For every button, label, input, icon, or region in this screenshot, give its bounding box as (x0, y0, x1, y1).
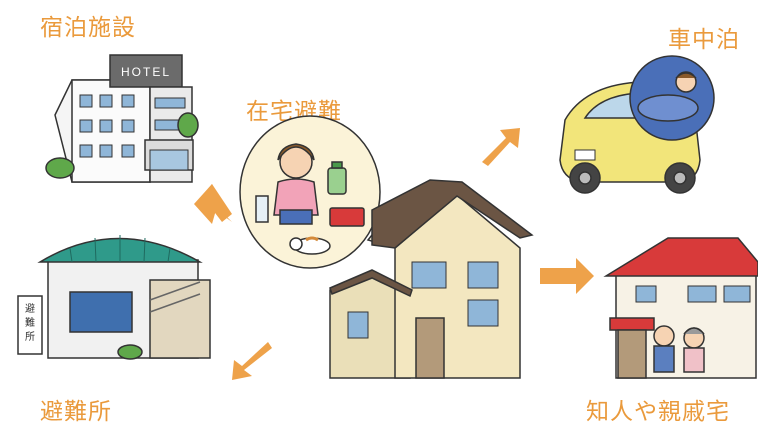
hotel-sign: HOTEL (121, 65, 171, 79)
car-illustration (559, 55, 715, 194)
relatives-house-illustration (603, 237, 758, 379)
shelter-sign-1: 避 (25, 302, 35, 315)
arrow-to-shelter (232, 342, 272, 380)
arrow-to-relatives (540, 258, 594, 294)
shelter-sign-3: 所 (25, 331, 35, 343)
center-house (329, 179, 534, 379)
label-car: 車中泊 (668, 27, 740, 53)
arrow-to-hotel (194, 184, 232, 224)
hotel-illustration: HOTEL (45, 54, 199, 183)
shelter-illustration: 避 難 所 (17, 235, 211, 360)
label-relatives: 知人や親戚宅 (586, 399, 730, 425)
shelter-sign-2: 難 (25, 316, 35, 329)
arrow-to-car (482, 128, 520, 166)
home-evacuation-bubble (239, 115, 411, 269)
label-shelter: 避難所 (40, 399, 112, 425)
label-hotel: 宿泊施設 (40, 15, 136, 41)
